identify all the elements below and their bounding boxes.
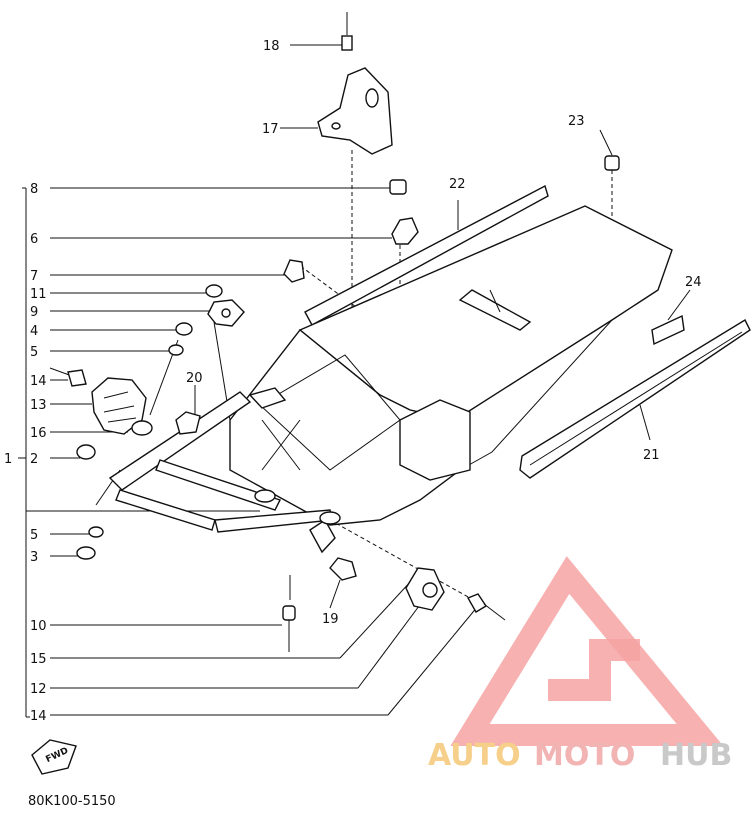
part-14-bolt-right xyxy=(466,593,506,621)
callout-15: 15 xyxy=(30,652,47,667)
part-5-collar-upper xyxy=(168,344,184,356)
callout-23: 23 xyxy=(568,114,585,129)
part-8-cap xyxy=(389,179,407,195)
part-2-bushing xyxy=(76,444,96,460)
callout-20: 20 xyxy=(186,371,203,386)
callout-13: 13 xyxy=(30,398,47,413)
part-5-collar-lower xyxy=(88,526,104,538)
part-13-damper xyxy=(91,377,147,435)
part-15-mount xyxy=(405,567,445,611)
part-11-bushing xyxy=(205,284,223,298)
callout-10: 10 xyxy=(30,619,47,634)
part-6-bracket xyxy=(391,217,419,245)
part-22-rail xyxy=(304,184,549,326)
callout-21: 21 xyxy=(643,448,660,463)
callout-6: 6 xyxy=(30,232,38,247)
part-14-bolt-left xyxy=(49,367,87,387)
callout-19: 19 xyxy=(322,612,339,627)
callout-2: 2 xyxy=(30,452,38,467)
part-7-clip xyxy=(283,259,305,283)
callout-12: 12 xyxy=(30,682,47,697)
callout-14-left: 14 xyxy=(30,374,47,389)
leader-lines xyxy=(50,44,691,716)
part-9-mount xyxy=(207,299,245,327)
callout-5-upper: 5 xyxy=(30,345,38,360)
callout-17: 17 xyxy=(262,122,279,137)
part-10-rivet xyxy=(282,605,296,652)
part-3-bushing xyxy=(76,546,96,560)
watermark-logo xyxy=(450,556,724,746)
part-18-bolt xyxy=(341,12,353,51)
callout-18: 18 xyxy=(263,39,280,54)
callout-16: 16 xyxy=(30,426,47,441)
callout-bracket xyxy=(18,187,260,718)
callout-7: 7 xyxy=(30,269,38,284)
watermark-brand-c: HUB xyxy=(660,738,732,773)
callout-14-right: 14 xyxy=(30,709,47,724)
part-17-bracket xyxy=(317,67,393,155)
part-19-clip xyxy=(329,557,357,581)
part-23-cap xyxy=(604,155,620,171)
callout-9: 9 xyxy=(30,305,38,320)
part-20-plate xyxy=(175,411,201,435)
callout-labels: 18 17 8 6 7 11 9 4 5 14 13 16 1 2 5 3 10… xyxy=(4,39,702,724)
drawing-code: 80K100-5150 xyxy=(28,794,116,809)
part-4-bushing xyxy=(175,322,193,336)
callout-11: 11 xyxy=(30,287,47,302)
part-24-label xyxy=(651,314,685,346)
callout-22: 22 xyxy=(449,177,466,192)
callout-8: 8 xyxy=(30,182,38,197)
callout-5-lower: 5 xyxy=(30,528,38,543)
watermark-brand-b: MOTO xyxy=(534,738,635,773)
fwd-arrow-icon: FWD xyxy=(31,739,77,775)
watermark-text: AUTO MOTO HUB xyxy=(428,738,732,773)
part-21-slide-rail xyxy=(519,319,751,479)
main-frame xyxy=(108,205,673,554)
watermark-brand-a: AUTO xyxy=(428,738,521,773)
callout-4: 4 xyxy=(30,324,38,339)
callout-3: 3 xyxy=(30,550,38,565)
callout-1: 1 xyxy=(4,452,12,467)
part-16-bushing xyxy=(131,420,153,436)
callout-24: 24 xyxy=(685,275,702,290)
